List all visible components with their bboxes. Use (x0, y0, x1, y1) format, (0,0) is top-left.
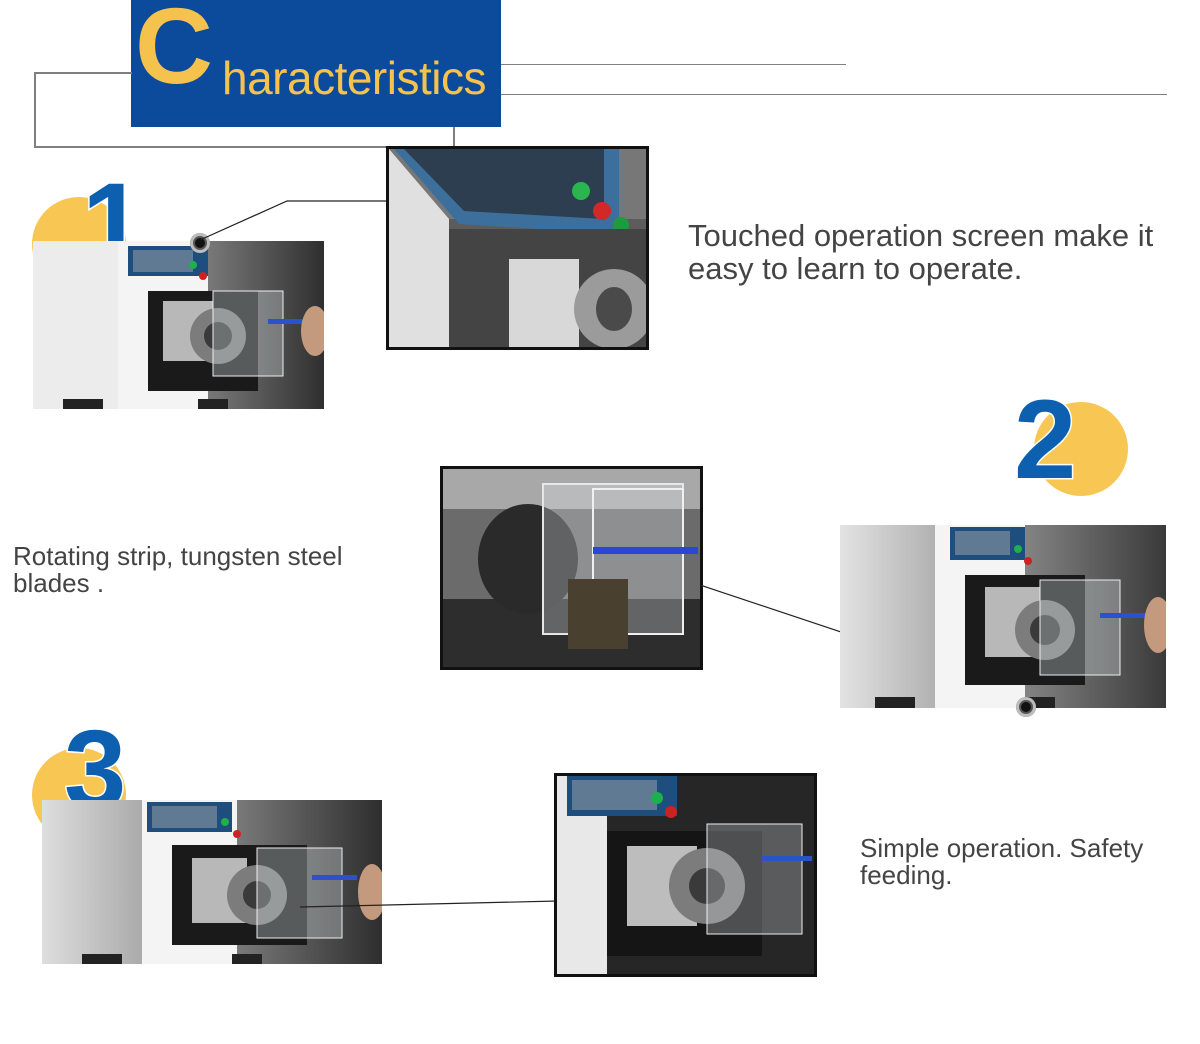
feature-2-number: 2 (1012, 382, 1132, 512)
header-bracket-top (34, 72, 132, 74)
header-bracket-right (453, 127, 455, 148)
feature-3-zoom-photo (554, 773, 817, 977)
feature-1-zoom-photo (386, 146, 649, 350)
feature-1-machine-photo (33, 241, 324, 409)
feature-2-machine-photo (840, 525, 1166, 708)
feature-1-caption: Touched operation screen make it easy to… (688, 218, 1154, 286)
feature-2-zoom-photo (440, 466, 703, 670)
connector-line (200, 200, 390, 241)
feature-2-caption: Rotating strip, tungsten steel blades . (13, 541, 343, 599)
header-bracket-bottom (34, 146, 386, 148)
header-big-letter: C (135, 0, 213, 106)
number-circle (1034, 402, 1128, 496)
connector-line (300, 900, 559, 908)
header-title: haracteristics (222, 52, 486, 104)
connector-dot (1016, 697, 1036, 717)
feature-3-machine-photo (42, 800, 382, 964)
header-divider-long (501, 94, 1167, 95)
header-divider-short (501, 64, 846, 65)
header-bracket-left (34, 72, 36, 148)
feature-3-caption: Simple operation. Safety feeding. (860, 833, 1144, 891)
number-digit: 2 (1012, 377, 1077, 502)
header-banner (131, 0, 501, 127)
